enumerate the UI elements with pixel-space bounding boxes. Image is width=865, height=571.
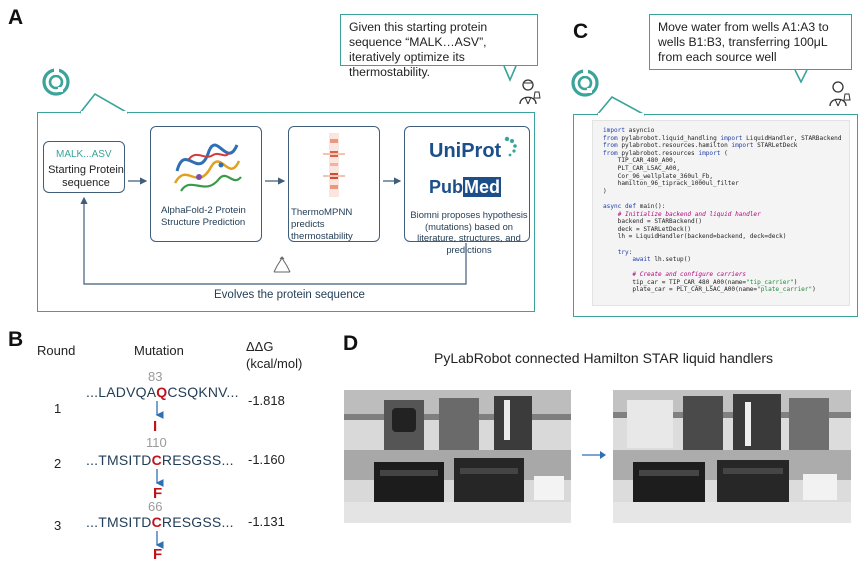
panel-label-b: B: [8, 328, 24, 351]
biomni-logo-icon: [571, 69, 599, 97]
hamilton-photo-before: [344, 390, 571, 523]
prompt-bubble-c: Move water from wells A1:A3 to wells B1:…: [649, 14, 852, 70]
code-frame-c: [573, 114, 858, 317]
alphafold-label: AlphaFold-2 Protein Structure Prediction: [161, 205, 246, 228]
panel-label-c: C: [573, 20, 589, 43]
heatmap-icon: [323, 133, 345, 197]
thermompnn-box: ThermoMPNN predicts thermostability: [288, 126, 380, 242]
sequence-prefix: ...LADVQA: [86, 384, 157, 400]
pubmed-logo: PubMed: [429, 177, 501, 198]
arrow-icon: [582, 451, 606, 459]
mutant-residue: I: [153, 418, 158, 435]
alphafold-box: AlphaFold-2 Protein Structure Prediction: [150, 126, 262, 242]
panel-label-a: A: [8, 6, 24, 29]
prompt-bubble-a: Given this starting protein sequence “MA…: [340, 14, 538, 79]
thermompnn-label: ThermoMPNN predicts thermostability: [291, 207, 353, 242]
liquid-handler-image: [344, 390, 571, 523]
uniprot-dots-icon: [504, 136, 517, 157]
header-ddg: ΔΔG: [246, 339, 274, 354]
mutated-residue: C: [151, 514, 162, 530]
loop-label: Evolves the protein sequence: [214, 289, 365, 301]
mutant-residue: F: [153, 485, 163, 502]
sequence-suffix: CSQKNV...: [167, 384, 239, 400]
panel-label-d: D: [343, 332, 359, 355]
mutation-position: 66: [148, 499, 163, 514]
round-number: 2: [54, 456, 62, 471]
sequence-prefix: ...TMSITD: [86, 514, 152, 530]
uniprot-logo: UniProt: [429, 140, 502, 162]
sequence-fragment: ...TMSITDCRESGSS...: [86, 514, 234, 530]
round-number: 3: [54, 518, 62, 533]
biomni-box: UniProt PubMed Biomni proposes hypothesi…: [404, 126, 530, 255]
workflow-frame-a: [37, 112, 535, 312]
hamilton-photo-after: [613, 390, 851, 523]
scientist-icon: [519, 79, 541, 105]
recycle-icon: [273, 256, 291, 273]
ddg-value: -1.131: [248, 514, 285, 529]
header-round: Round: [37, 343, 76, 358]
biomni-logo-icon: [42, 68, 70, 96]
start-sequence-code: MALK...ASV: [56, 149, 112, 160]
mutation-position: 110: [146, 435, 167, 450]
pubmed-logo-pub: Pub: [429, 177, 463, 197]
pubmed-logo-med: Med: [463, 177, 501, 197]
header-unit: (kcal/mol): [246, 356, 303, 371]
mutated-residue: Q: [156, 384, 168, 400]
mutated-residue: C: [151, 452, 162, 468]
panel-d-title: PyLabRobot connected Hamilton STAR liqui…: [434, 350, 774, 366]
ddg-value: -1.160: [248, 452, 285, 467]
prompt-text-c: Move water from wells A1:A3 to wells B1:…: [658, 20, 829, 64]
mutant-residue: F: [153, 546, 163, 563]
biomni-label: Biomni proposes hypothesis (mutations) b…: [410, 209, 528, 255]
mutation-position: 83: [148, 369, 163, 384]
prompt-text-a: Given this starting protein sequence “MA…: [349, 20, 488, 79]
sequence-prefix: ...TMSITD: [86, 452, 152, 468]
sequence-fragment: ...TMSITDCRESGSS...: [86, 452, 234, 468]
sequence-suffix: RESGSS...: [161, 452, 234, 468]
ddg-value: -1.818: [248, 393, 285, 408]
start-sequence-box: MALK...ASV Starting Protein sequence: [43, 141, 125, 193]
liquid-handler-image: [613, 390, 851, 523]
round-number: 1: [54, 401, 62, 416]
scientist-icon: [829, 81, 851, 107]
sequence-suffix: RESGSS...: [161, 514, 234, 530]
sequence-fragment: ...LADVQAQCSQKNV...: [86, 384, 239, 400]
header-mutation: Mutation: [134, 343, 184, 358]
code-block: import asyncio from pylabrobot.liquid_ha…: [592, 120, 850, 306]
start-sequence-label: Starting Protein sequence: [48, 164, 124, 189]
protein-structure-icon: [173, 143, 242, 192]
